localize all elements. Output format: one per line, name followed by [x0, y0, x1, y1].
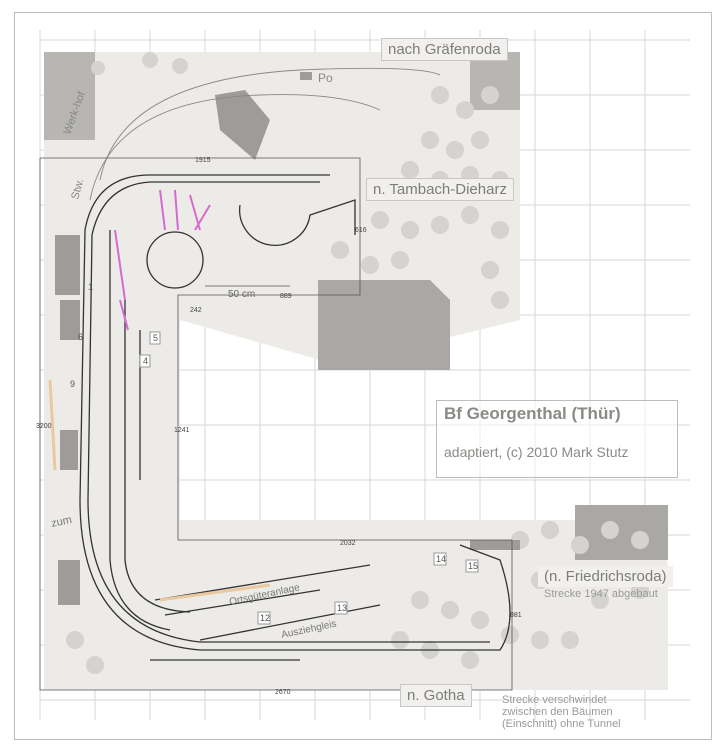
destination-tambach: n. Tambach-Dieharz [366, 178, 514, 201]
buildings [55, 72, 520, 605]
freight-track-2 [164, 589, 321, 616]
ground-block-right [575, 505, 668, 560]
plan-title: Bf Georgenthal (Thür) [444, 404, 621, 423]
main-track-west [79, 174, 511, 651]
ground-upper [44, 52, 668, 690]
station-track-1 [109, 230, 171, 631]
track-number-1: 1 [88, 282, 93, 292]
track-number-9: 9 [70, 379, 75, 389]
ausziehgleis-track [199, 604, 381, 641]
dim-881: 881 [510, 612, 522, 619]
map-frame [14, 12, 712, 740]
dim-1241: 1241 [174, 427, 190, 434]
freight-track-1 [154, 564, 371, 601]
track-number-6: 6 [78, 332, 83, 342]
dim-616: 616 [355, 227, 367, 234]
main-track-west-2 [87, 181, 490, 643]
road-curve-2 [89, 94, 381, 201]
turntable [146, 231, 204, 289]
track-number-4: 4 [143, 356, 148, 366]
destination-friedrichsroda: (n. Friedrichsroda) [538, 566, 673, 587]
po-label: Po [318, 71, 333, 85]
friedrichsroda-note: Strecke 1947 abgebaut [544, 588, 658, 600]
stw-label: Stw. [69, 178, 86, 201]
dim-2670: 2670 [275, 689, 291, 696]
scale-label: 50 cm [228, 289, 255, 300]
track-number-15: 15 [468, 561, 478, 571]
destination-gotha: n. Gotha [400, 684, 472, 707]
track-number-14: 14 [436, 554, 446, 564]
zum-label: zum [50, 514, 73, 530]
disappear-note: Strecke verschwindet zwischen den Bäumen… [502, 694, 621, 730]
loop-east [238, 199, 356, 246]
track-number-12: 12 [260, 613, 270, 623]
dimension-lines [39, 157, 513, 691]
destination-graefenroda: nach Gräfenroda [381, 38, 508, 61]
title-box [436, 400, 678, 478]
dim-889: 889 [280, 293, 292, 300]
dim-3200: 3200 [36, 423, 52, 430]
dim-242: 242 [190, 307, 202, 314]
station-track-2 [124, 300, 191, 613]
track-number-markers: 4 5 12 13 14 15 1 6 9 [70, 282, 479, 625]
track-number-13: 13 [337, 603, 347, 613]
freight-area-highlight [48, 379, 271, 602]
dimension-labels: 1915 889 242 1241 2032 3200 2670 881 616 [36, 157, 522, 696]
dim-2032: 2032 [340, 540, 356, 547]
ground-cut-block [318, 280, 450, 370]
turnout-highlight [114, 189, 211, 331]
road-curve [99, 67, 441, 181]
ground-corner-block-top [44, 52, 95, 140]
plan-subtitle: adaptiert, (c) 2010 Mark Stutz [444, 444, 629, 460]
track-number-5: 5 [153, 333, 158, 343]
dim-1915: 1915 [195, 157, 211, 164]
